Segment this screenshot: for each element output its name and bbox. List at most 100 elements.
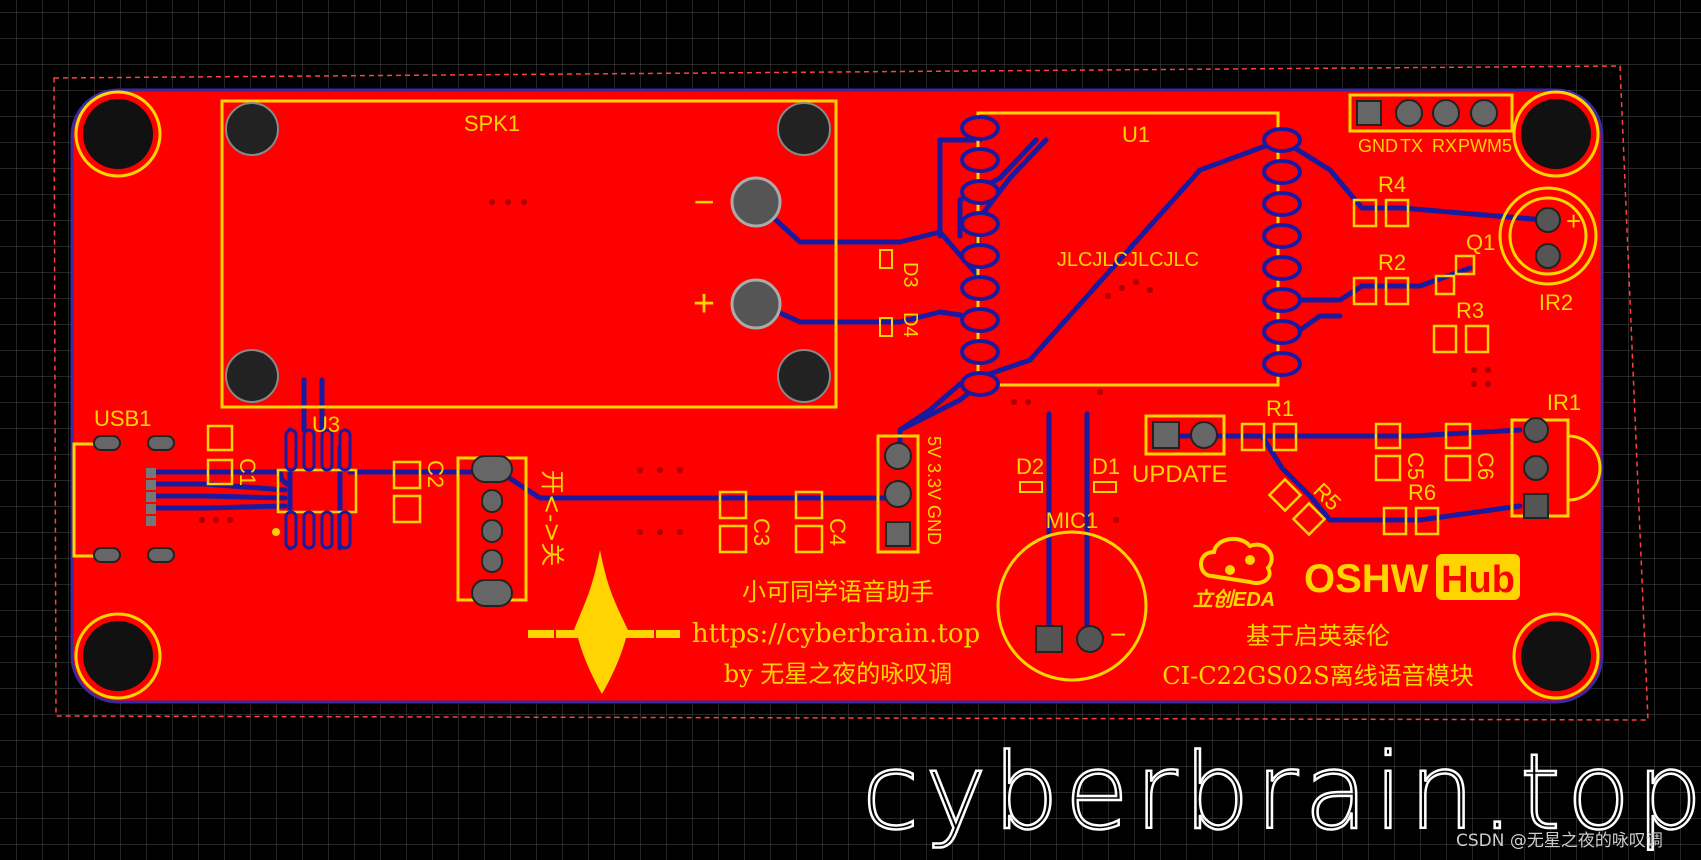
capacitor-c3[interactable]: C3 [718,490,774,554]
speaker-spk1[interactable]: SPK1 − + [220,99,838,409]
u1-pad [960,371,1000,397]
diode-d1[interactable]: D1 [1092,454,1120,493]
ir-receiver-ir1[interactable]: IR1 [1510,390,1602,519]
project-url: https://cyberbrain.top [692,619,980,649]
resistor-r1[interactable]: R1 [1240,396,1298,452]
header-gnd-label: GND [1358,136,1398,156]
capacitor-c2[interactable]: C2 [392,460,448,524]
r3-label: R3 [1456,298,1484,323]
r6-label: R6 [1408,480,1436,505]
u1-pad [960,179,1000,205]
u1-pads-right [1262,127,1302,377]
transistor-q1[interactable]: Q1 [1434,230,1495,296]
u1-pad [960,115,1000,141]
resistor-r4[interactable]: R4 [1352,172,1410,228]
u1-pad [1262,191,1302,217]
speaker-minus-pad [730,176,782,228]
capacitor-c6[interactable]: C6 [1444,422,1498,482]
ir2-plus-label: + [1566,206,1581,236]
module-u1[interactable]: U1 JLCJLCJLCJLC [960,111,1302,397]
csdn-credit: CSDN @无星之夜的咏叹调 [1456,831,1663,851]
soundwave-logo [528,550,680,694]
module-model: CI-C22GS02S离线语音模块 [1162,662,1473,690]
capacitor-c1[interactable]: C1 [206,424,260,486]
speaker-minus-label: − [693,181,714,222]
resistor-r2[interactable]: R2 [1352,250,1410,306]
hub-text: Hub [1441,559,1515,601]
switch-label: 开<->关 [538,470,566,566]
u1-pad [1262,287,1302,313]
resistor-r3[interactable]: R3 [1432,298,1490,354]
ir-led-ir2[interactable]: + IR2 [1498,186,1598,315]
d3-label: D3 [899,262,921,288]
speaker-plus-label: + [693,283,715,325]
power-switch[interactable]: 开<->关 [456,455,566,607]
u1-label: U1 [1122,122,1150,147]
capacitor-c5[interactable]: C5 [1374,422,1428,482]
mounting-holes [74,90,1600,700]
d2-label: D2 [1016,454,1044,479]
resistor-r6[interactable]: R6 [1382,480,1440,536]
silkscreen-text-block: 小可同学语音助手 https://cyberbrain.top by 无星之夜的… [692,578,1474,690]
u1-pad [960,147,1000,173]
d4-label: D4 [899,312,921,338]
power-header-label: 5V 3.3V GND [924,436,944,545]
u1-pad [960,275,1000,301]
r4-label: R4 [1378,172,1406,197]
u1-pad [960,307,1000,333]
header-rx-label: RX [1432,136,1457,156]
d1-label: D1 [1092,454,1120,479]
project-author: by 无星之夜的咏叹调 [724,660,953,688]
microphone-mic1[interactable]: − MIC1 [996,508,1148,682]
u1-pad [1262,223,1302,249]
keepout-outline [53,65,1649,721]
c4-label: C4 [825,518,850,546]
usb1-label: USB1 [94,406,151,431]
r1-label: R1 [1266,396,1294,421]
oshwhub-logo: OSHW Hub [1304,554,1520,601]
u3-label: U3 [312,412,340,437]
regulator-u3[interactable]: U3 [272,412,358,550]
ir1-label: IR1 [1547,390,1581,415]
diode-d2[interactable]: D2 [1016,454,1044,493]
mounting-hole-top-right [1512,90,1600,178]
header-pwm5-label: PWM5 [1458,136,1512,156]
r2-label: R2 [1378,250,1406,275]
diode-d3[interactable]: D3 [879,249,921,288]
c6-label: C6 [1473,452,1498,480]
module-basis: 基于启英泰伦 [1246,622,1390,650]
mounting-hole-top-left [74,90,162,178]
mic1-label: MIC1 [1046,508,1099,533]
mic1-minus-label: − [1110,619,1126,650]
c1-label: C1 [235,458,260,486]
u1-pad [960,339,1000,365]
power-header[interactable]: 5V 3.3V GND [876,434,944,554]
speaker-plus-pad [730,278,782,330]
c5-label: C5 [1403,452,1428,480]
u1-pads-left [960,115,1000,397]
ir2-label: IR2 [1539,290,1573,315]
watermark-text: cyberbrain.top [862,731,1701,853]
u1-pad [960,243,1000,269]
uart-header[interactable]: GND TX RX PWM5 [1348,93,1514,156]
lceda-text: 立创EDA [1193,588,1275,611]
spk1-label: SPK1 [464,111,520,136]
update-header[interactable]: UPDATE [1132,414,1228,488]
q1-label: Q1 [1466,230,1495,255]
capacitor-c4[interactable]: C4 [794,490,850,554]
mounting-hole-bottom-right [1512,612,1600,700]
usb-connector-usb1[interactable]: USB1 [72,406,175,563]
u1-pad [1262,159,1302,185]
diode-d4[interactable]: D4 [879,312,921,338]
u1-pad [960,211,1000,237]
u1-pad [1262,319,1302,345]
u1-pad [1262,127,1302,153]
header-tx-label: TX [1400,136,1423,156]
project-title: 小可同学语音助手 [742,578,934,606]
oshw-text: OSHW [1304,557,1429,601]
u1-pad [1262,255,1302,281]
jlc-marking: JLCJLCJLCJLC [1057,249,1199,271]
c3-label: C3 [749,518,774,546]
